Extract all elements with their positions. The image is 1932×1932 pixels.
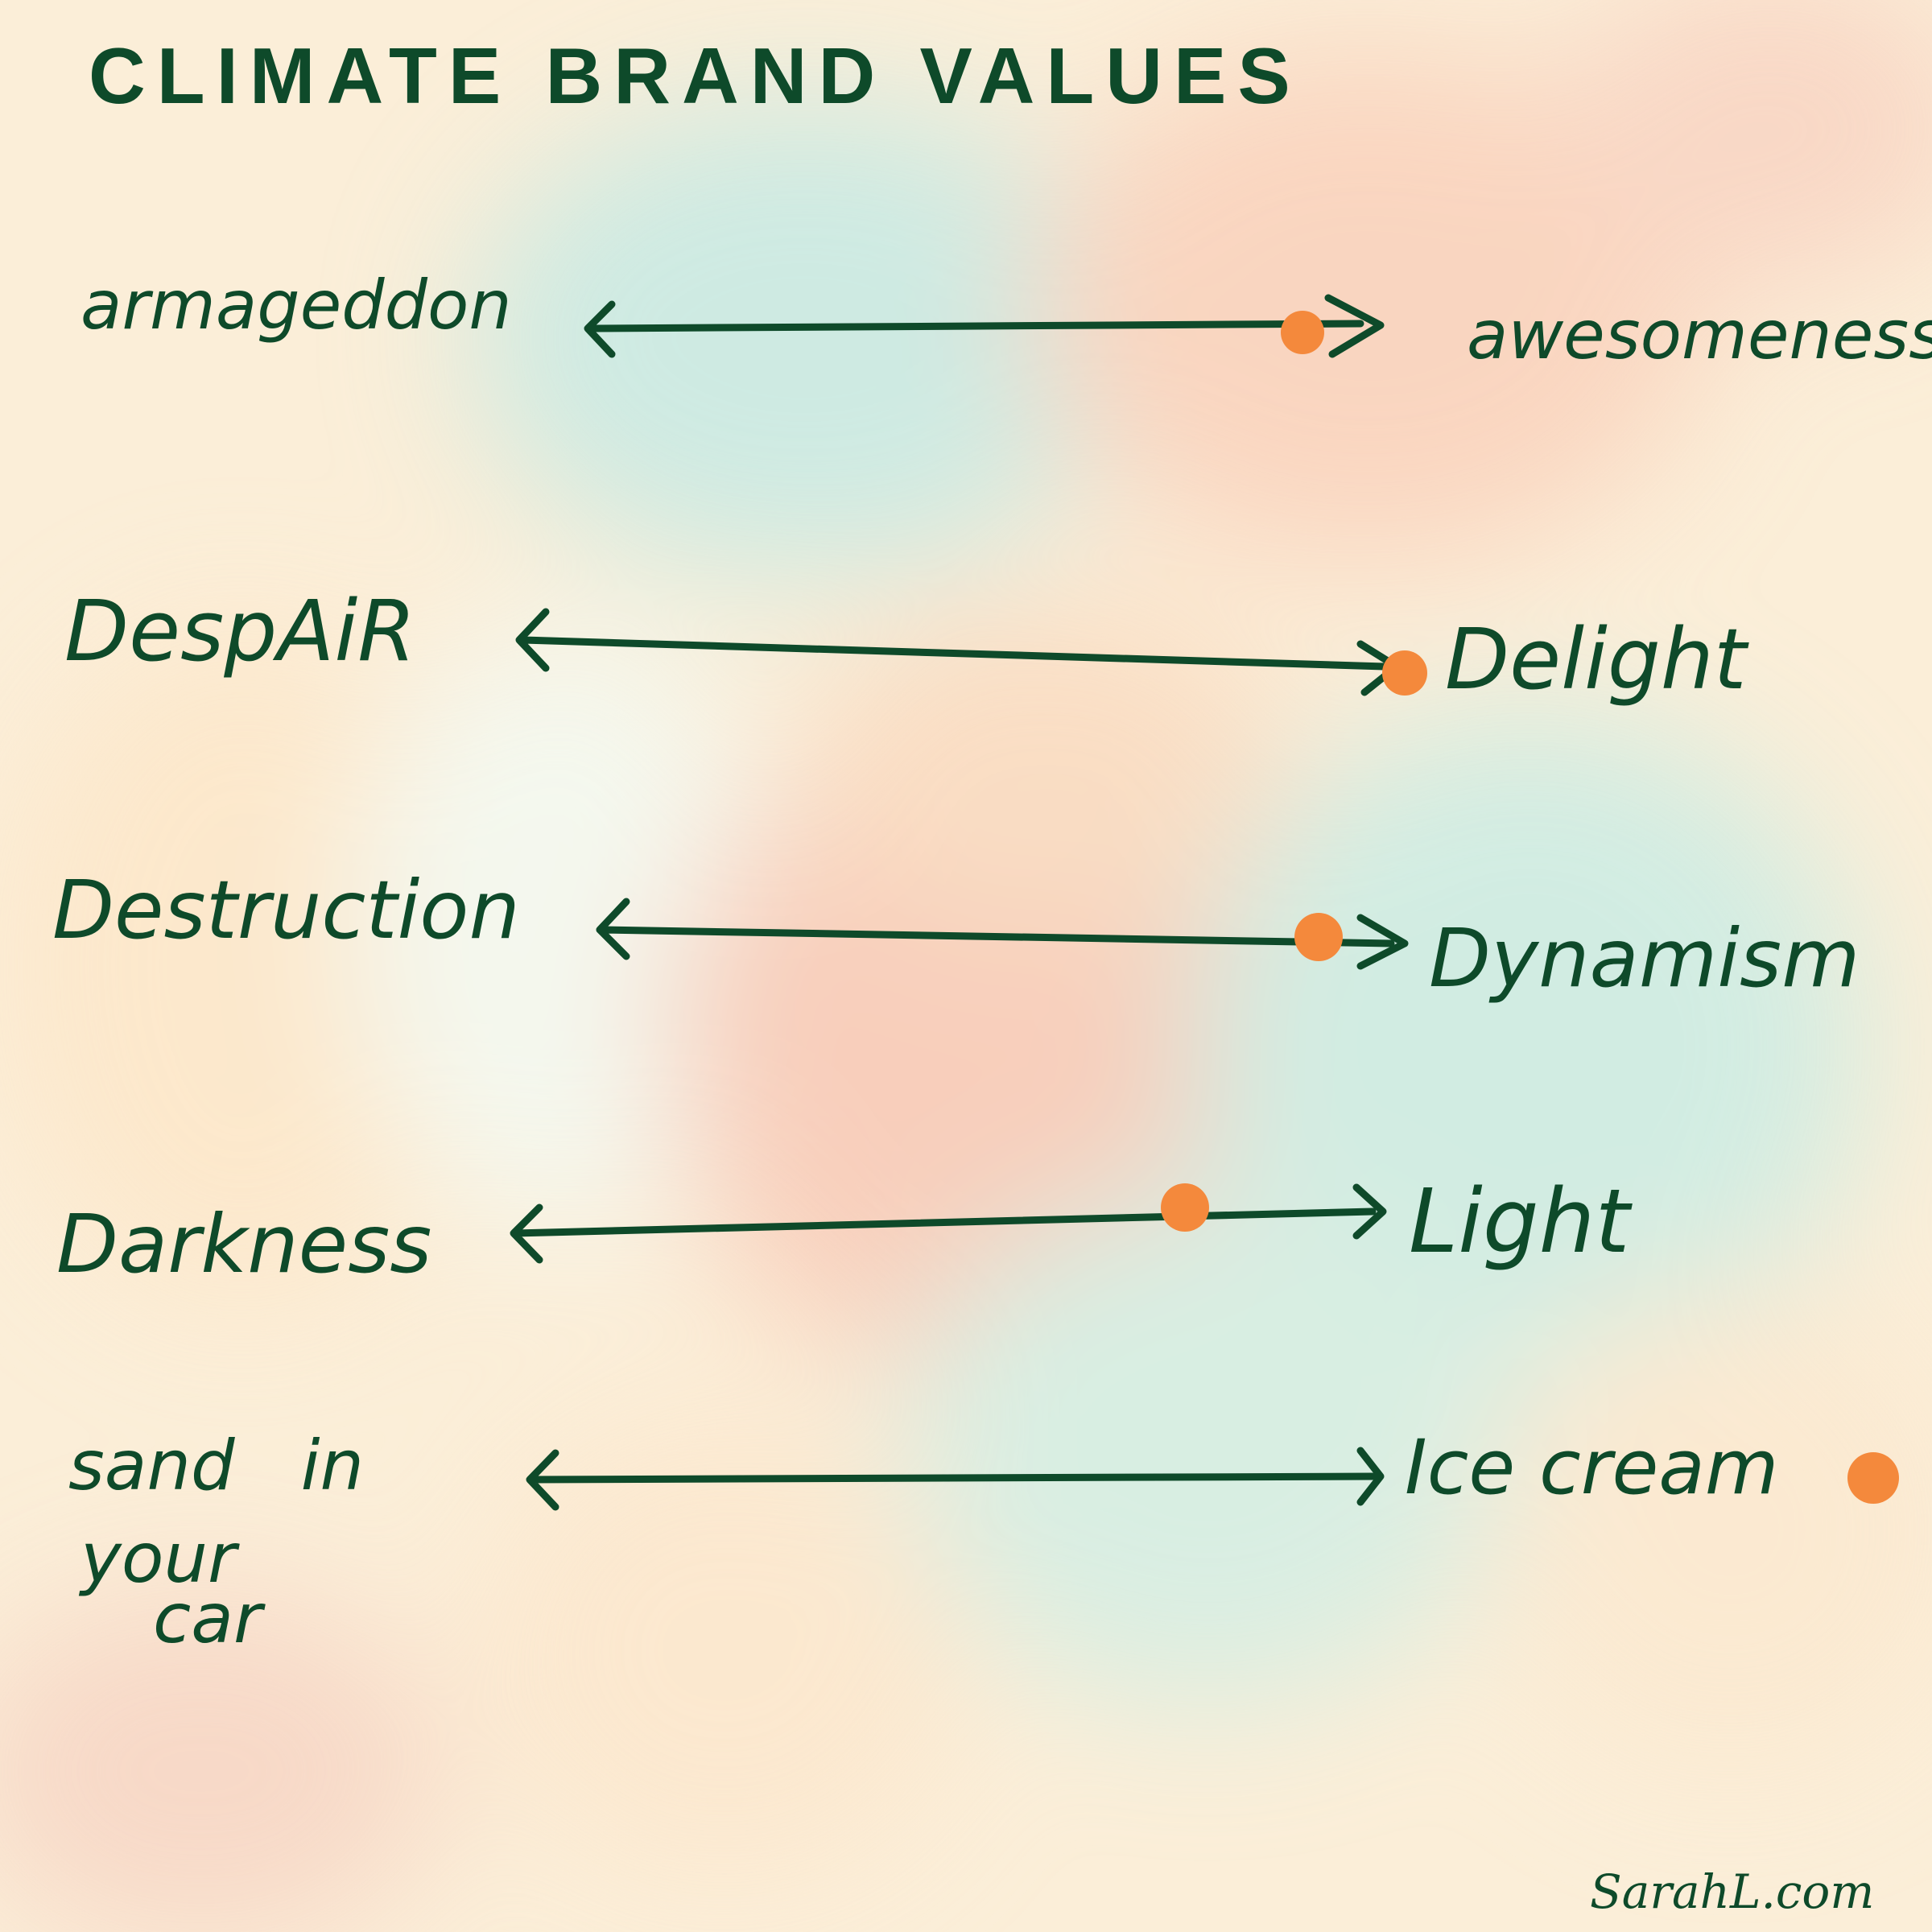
scale-row-4: Darkness Light: [56, 1170, 1633, 1291]
scale-row-1: armageddon awesomeness: [80, 266, 1932, 374]
artist-credit: SarahL.com: [1590, 1864, 1874, 1919]
scale-left-label: Darkness: [56, 1197, 431, 1291]
scale-right-label: Light: [1409, 1170, 1633, 1273]
scale-right-label: Ice cream: [1405, 1424, 1778, 1512]
scale-row-3: Destruction Dynamism: [52, 863, 1860, 1005]
marker-dot: [1382, 650, 1427, 696]
marker-dot: [1161, 1183, 1209, 1232]
scale-left-label: Destruction: [52, 863, 520, 957]
scale-left-label: armageddon: [80, 266, 512, 345]
scale-row-5: sand in your car Ice cream: [68, 1424, 1899, 1659]
double-arrow: [584, 294, 1385, 358]
page-title: CLIMATE BRAND VALUES: [89, 31, 1302, 120]
scale-right-label: Dynamism: [1429, 911, 1860, 1005]
double-arrow: [596, 898, 1409, 970]
scale-right-label: Delight: [1445, 610, 1749, 708]
marker-dot: [1281, 311, 1324, 354]
scale-right-label: awesomeness: [1467, 295, 1932, 374]
double-arrow: [515, 608, 1401, 696]
marker-dot: [1847, 1452, 1899, 1504]
marker-dot: [1294, 913, 1343, 961]
double-arrow: [526, 1447, 1385, 1511]
scale-row-2: DespAiR Delight: [64, 582, 1749, 708]
scale-left-label: DespAiR: [64, 582, 416, 680]
scale-left-label-line-1: sand in: [68, 1426, 364, 1506]
double-arrow: [510, 1183, 1387, 1264]
scale-left-label-line-2: your: [78, 1518, 240, 1599]
scale-left-label-line-3: car: [153, 1579, 266, 1659]
